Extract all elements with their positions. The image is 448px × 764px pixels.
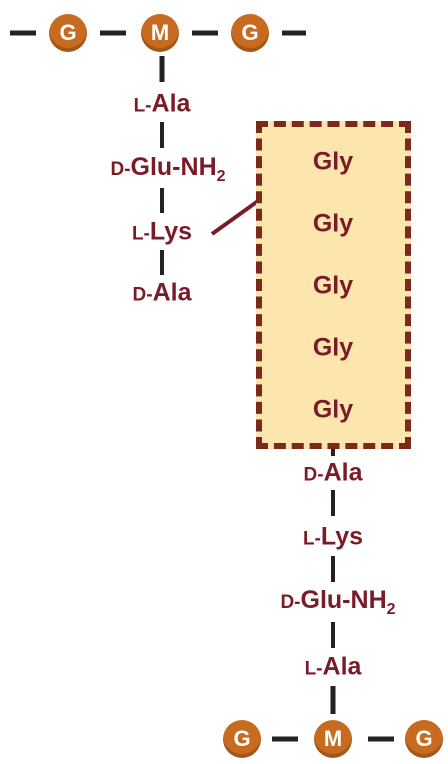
right-d-ala-name: Ala <box>323 458 363 487</box>
left-l-ala-prefix: L- <box>133 95 152 117</box>
right-l-ala: L-Ala <box>304 652 362 681</box>
gly-2: Gly <box>312 209 354 238</box>
gly-3: Gly <box>312 271 354 300</box>
pentaglycine-bridge-box <box>256 121 411 449</box>
right-d-ala: D-Ala <box>303 458 363 487</box>
left-l-ala: L-Ala <box>133 89 191 118</box>
left-l-ala-name: Ala <box>151 89 191 118</box>
right-l-lys: L-Lys <box>302 522 364 551</box>
glcnac-node-top-left: G <box>49 14 87 52</box>
left-l-lys-prefix: L- <box>131 223 150 245</box>
right-d-glu-prefix: D- <box>280 592 301 613</box>
glcnac-node-top-right: G <box>231 14 269 52</box>
left-d-glu-subscript: 2 <box>216 168 226 185</box>
gly-4: Gly <box>312 333 354 362</box>
left-d-ala-prefix: D- <box>132 284 153 306</box>
murnac-node-top: M <box>141 14 179 52</box>
right-d-glu-name: Glu-NH <box>300 586 387 614</box>
right-l-ala-name: Ala <box>322 652 362 681</box>
left-d-ala-name: Ala <box>152 278 192 307</box>
glcnac-node-bottom-left: G <box>223 720 261 758</box>
glcnac-node-bottom-right: G <box>405 720 443 758</box>
left-d-glu-prefix: D- <box>110 159 131 180</box>
right-d-glu-subscript: 2 <box>386 601 396 618</box>
right-d-glu-nh2: D-Glu-NH2 <box>280 588 395 618</box>
left-d-glu-name: Glu-NH <box>130 153 217 181</box>
right-l-ala-prefix: L- <box>304 658 323 680</box>
left-d-ala: D-Ala <box>132 278 192 307</box>
murnac-node-bottom: M <box>314 720 352 758</box>
left-l-lys-name: Lys <box>149 217 193 246</box>
right-d-ala-prefix: D- <box>303 464 324 486</box>
right-l-lys-name: Lys <box>320 522 364 551</box>
left-l-lys: L-Lys <box>131 217 193 246</box>
left-d-glu-nh2: D-Glu-NH2 <box>110 155 225 185</box>
gly-5: Gly <box>312 395 354 424</box>
gly-1: Gly <box>312 147 354 176</box>
right-l-lys-prefix: L- <box>302 528 321 550</box>
